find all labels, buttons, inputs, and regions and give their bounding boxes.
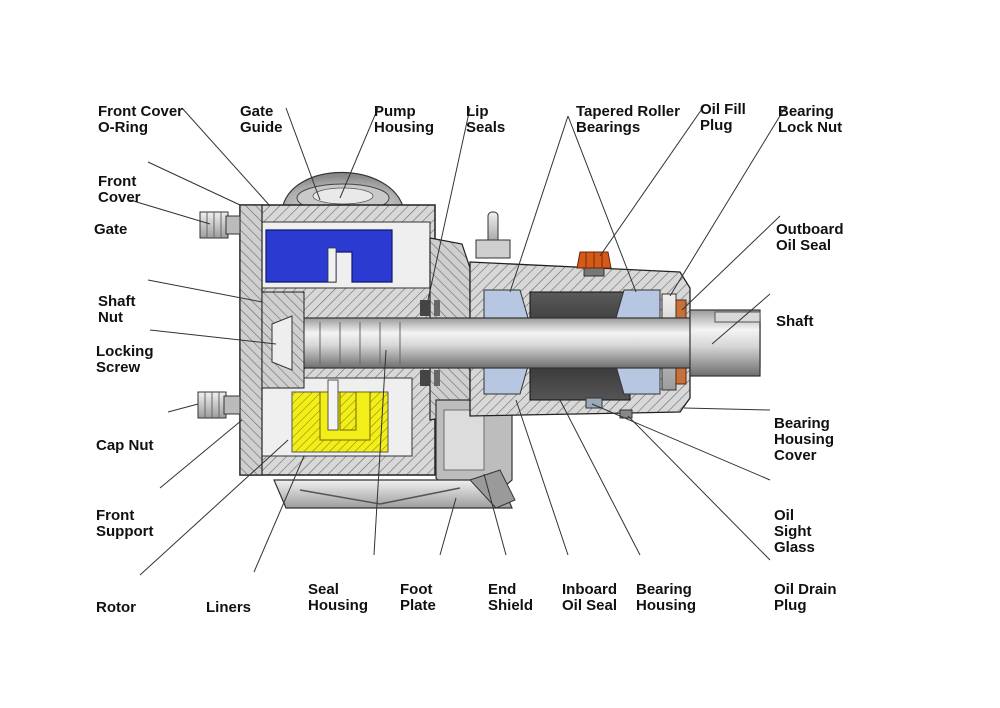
label-cap-nut: Cap Nut [96,437,154,454]
label-shaft: Shaft [776,313,814,330]
gate-guide [327,379,339,431]
leader-lines [129,105,787,576]
label-liners: Liners [206,599,252,616]
gate-fitting [199,211,241,239]
label-rotor: Rotor [96,599,136,616]
end-shield [435,399,513,493]
lifting-eye [475,211,511,259]
tapered-roller-bearing-inboard [483,289,529,395]
label-gate: Gate [94,221,128,238]
tapered-roller-bearing-outboard [615,289,661,395]
oil-fill-plug [576,251,612,277]
foot-plate [273,469,516,509]
lip-seals [420,300,440,386]
liners [291,391,389,453]
oil-sight-glass [585,397,603,409]
shaft [269,309,761,377]
shaft-nut [261,291,305,389]
cap-nut [197,391,241,419]
rotor [265,229,393,283]
